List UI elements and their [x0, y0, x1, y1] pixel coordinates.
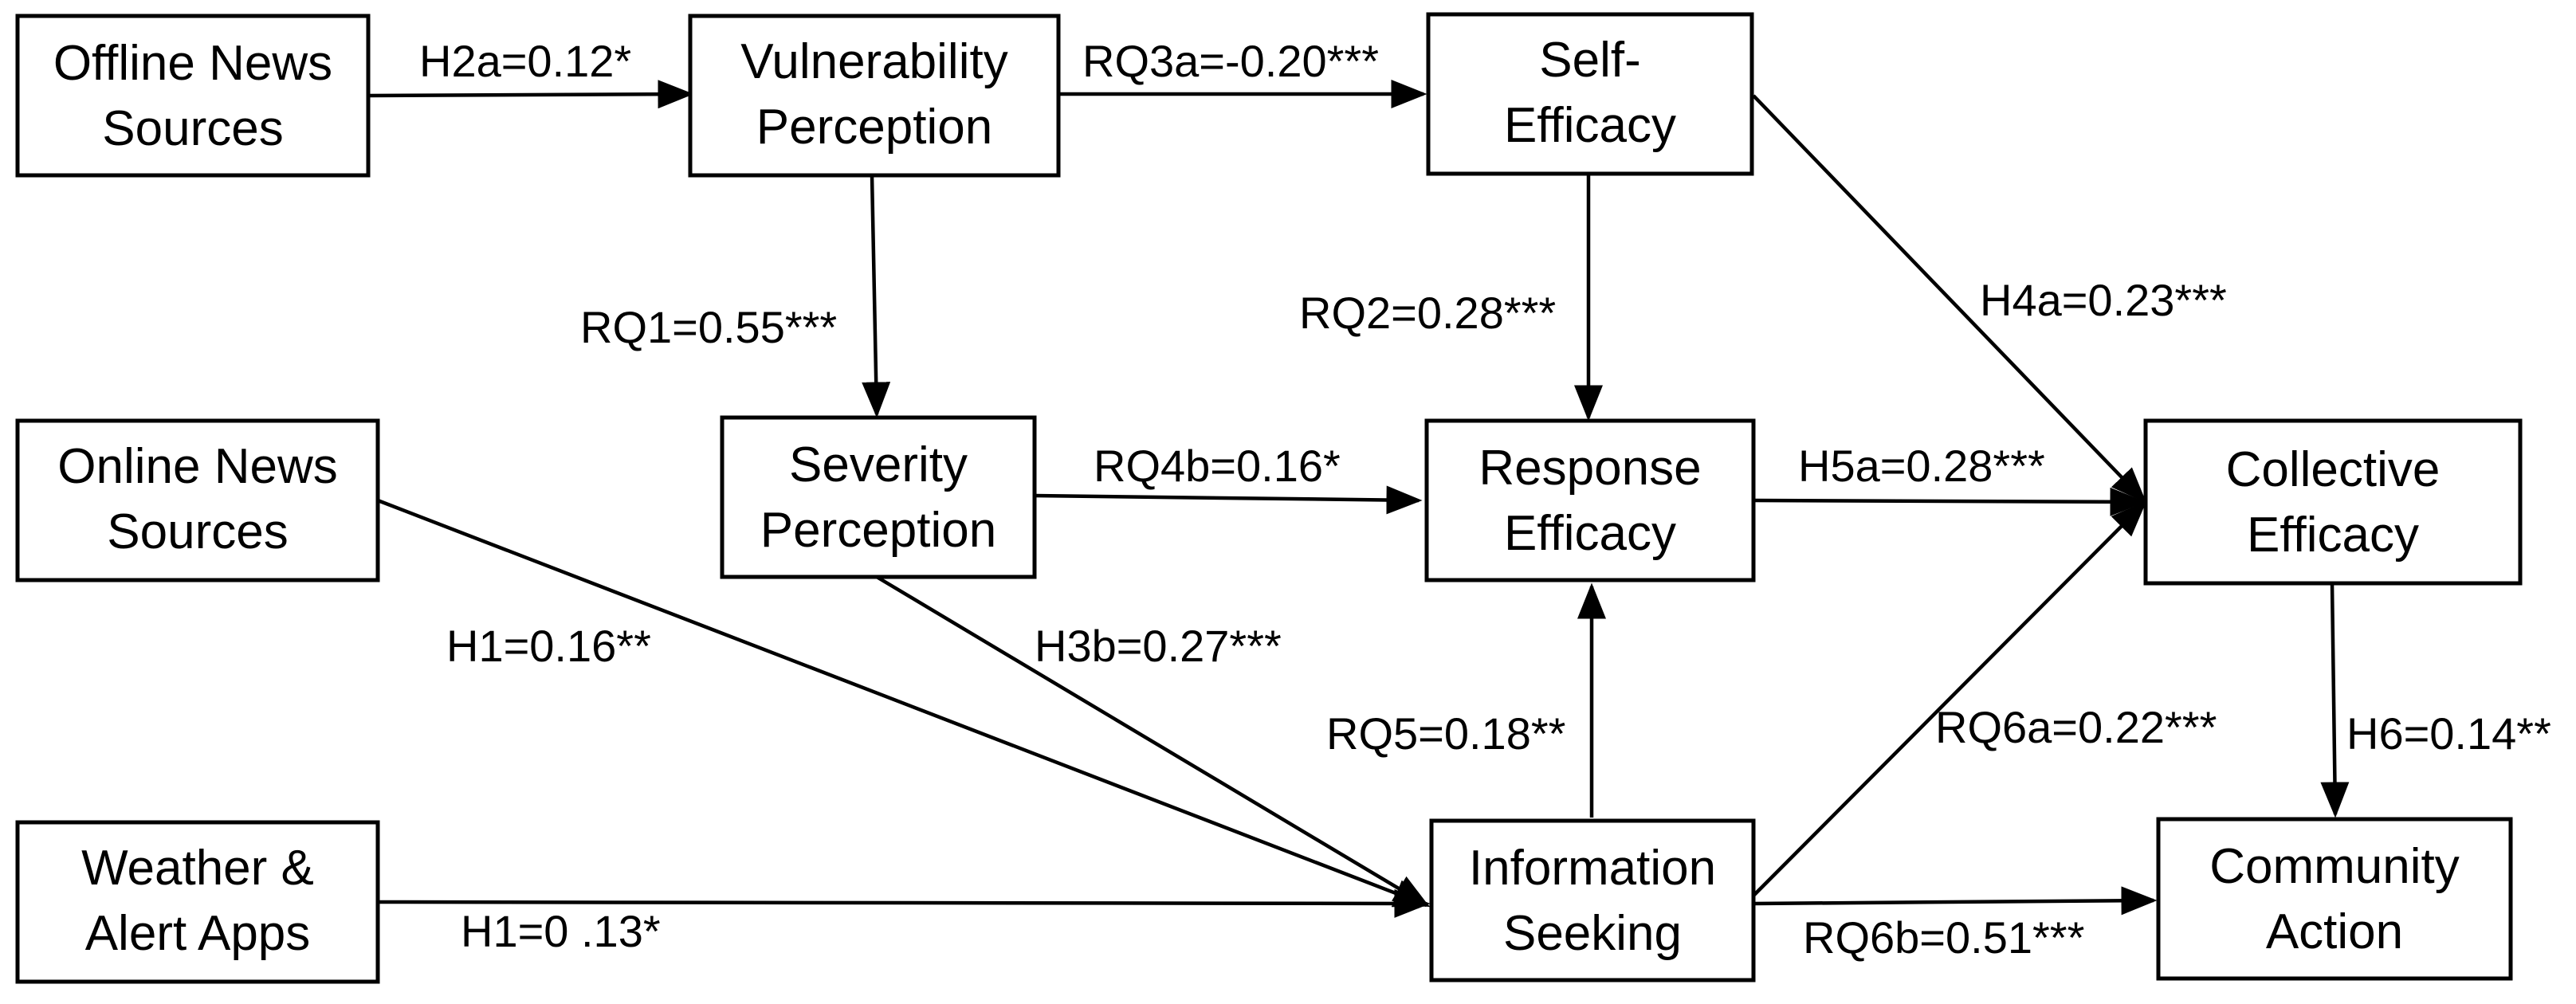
node-label-line2: Alert Apps — [85, 906, 311, 961]
edge-label-rq4b: RQ4b=0.16* — [1094, 441, 1341, 491]
node-label-line2: Efficacy — [1504, 506, 1676, 561]
edge-label-rq6a: RQ6a=0.22*** — [1935, 702, 2217, 752]
edge-severity-to-info-seeking — [875, 575, 1430, 908]
node-collective-efficacy: Collective Efficacy — [2143, 418, 2523, 586]
edge-label-h4a: H4a=0.23*** — [1980, 275, 2227, 325]
edge-severity-to-response — [1034, 485, 1423, 515]
node-label-line1: Offline News — [53, 36, 332, 91]
node-information-seeking: Information Seeking — [1429, 818, 1756, 982]
edge-label-rq1: RQ1=0.55*** — [580, 302, 837, 352]
edge-label-h1-weather: H1=0 .13* — [461, 906, 661, 956]
node-label-line2: Perception — [760, 503, 996, 558]
edge-online-to-info-seeking — [377, 498, 1431, 908]
edge-label-h5a: H5a=0.28*** — [1798, 441, 2045, 491]
node-label-line1: Weather & — [81, 841, 314, 896]
edge-info-seeking-to-collective — [1752, 500, 2147, 897]
node-label-line1: Collective — [2226, 442, 2441, 497]
edge-weather-to-info-seeking — [377, 888, 1431, 918]
edge-label-h3b: H3b=0.27*** — [1035, 621, 1282, 671]
edge-label-h6: H6=0.14** — [2346, 708, 2551, 759]
node-label-line1: Information — [1469, 841, 1716, 896]
node-response-efficacy: Response Efficacy — [1424, 418, 1756, 582]
node-label-line2: Efficacy — [2247, 508, 2419, 563]
node-label-line2: Sources — [107, 504, 288, 559]
node-self-efficacy: Self- Efficacy — [1426, 12, 1754, 176]
edge-response-to-collective — [1753, 487, 2146, 516]
node-label-line2: Action — [2266, 904, 2403, 959]
node-label-line2: Perception — [756, 100, 992, 155]
node-label-line1: Community — [2209, 839, 2460, 894]
node-label-line1: Response — [1478, 441, 1701, 496]
node-label-line1: Severity — [789, 437, 968, 492]
node-community-action: Community Action — [2156, 817, 2513, 981]
edge-offline-to-vulnerability — [367, 80, 694, 109]
edge-label-rq3a: RQ3a=-0.20*** — [1082, 36, 1379, 86]
edge-vulnerability-to-severity — [862, 175, 891, 418]
node-weather-alert-apps: Weather & Alert Apps — [15, 820, 380, 984]
node-label-line2: Sources — [102, 101, 283, 156]
node-label-line1: Online News — [57, 439, 337, 494]
node-online-news-sources: Online News Sources — [15, 418, 380, 582]
edge-self-efficacy-to-collective — [1752, 94, 2147, 504]
edge-label-rq6b: RQ6b=0.51*** — [1803, 912, 2084, 963]
edge-info-seeking-to-community — [1753, 886, 2158, 916]
edge-label-h1-online: H1=0.16** — [446, 621, 651, 671]
node-label-line1: Self- — [1539, 33, 1640, 88]
node-label-line2: Efficacy — [1504, 98, 1676, 153]
edge-label-h2a: H2a=0.12* — [419, 36, 631, 86]
edge-label-rq2: RQ2=0.28*** — [1299, 288, 1556, 338]
edge-label-rq5: RQ5=0.18** — [1326, 708, 1565, 759]
node-label-line2: Seeking — [1503, 906, 1682, 961]
node-vulnerability-perception: Vulnerability Perception — [688, 14, 1061, 178]
edge-collective-to-community — [2320, 582, 2350, 818]
node-offline-news-sources: Offline News Sources — [15, 14, 371, 178]
node-severity-perception: Severity Perception — [720, 415, 1037, 579]
node-label-line1: Vulnerability — [740, 34, 1007, 89]
